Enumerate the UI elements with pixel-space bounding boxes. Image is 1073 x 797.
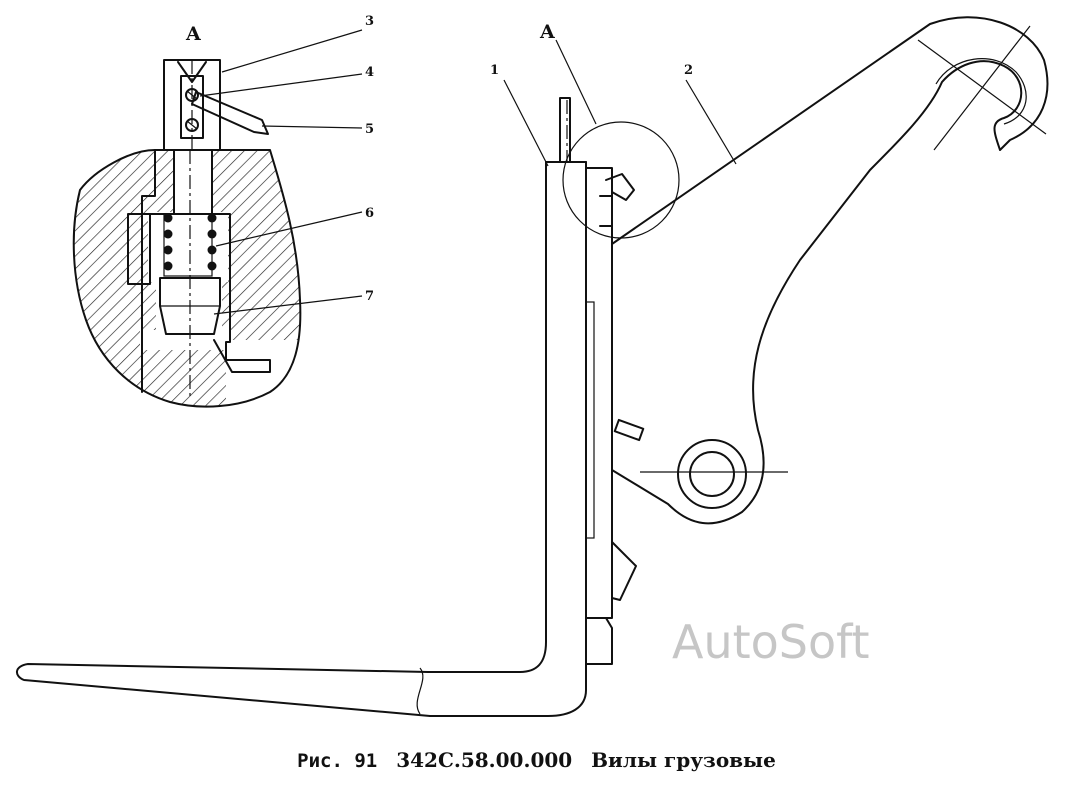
detail-view-title: A [185, 23, 201, 45]
fork-tine [16, 663, 431, 717]
lower-bracket [611, 541, 637, 601]
lower-hook [585, 617, 613, 665]
callout-6: 6 [365, 206, 374, 221]
leader-2 [685, 79, 737, 165]
carriage-plate [585, 167, 613, 619]
callout-7: 7 [365, 289, 374, 304]
hook-inner [935, 58, 1027, 125]
pivot-boss [677, 439, 747, 509]
figure-title: Вилы грузовые [591, 748, 776, 772]
leader-1 [503, 79, 549, 167]
locking-pin [559, 97, 571, 163]
bore [173, 149, 213, 215]
callout-2: 2 [684, 63, 693, 78]
fork-shank-back [429, 161, 587, 717]
inner-wall-left [141, 149, 156, 393]
hook-axis-a [917, 39, 1047, 135]
tine-break-line [416, 667, 424, 715]
screw-lower [185, 118, 199, 132]
plate-slot [585, 301, 595, 539]
figure-caption: Рис. 91 342С.58.00.000 Вилы грузовые [0, 748, 1073, 772]
pin-stem [180, 75, 204, 139]
latch-body [599, 195, 613, 227]
view-a-marker: A [539, 21, 555, 43]
section-outline [72, 149, 302, 408]
bore-lower [149, 213, 271, 373]
detail-leaders [199, 29, 363, 315]
hook-axis-b [933, 25, 1031, 151]
fork-shank-front [427, 161, 547, 673]
handle [191, 91, 269, 135]
figure-label: Рис. 91 [297, 750, 378, 772]
spring [163, 213, 217, 277]
recess-left [127, 213, 151, 285]
callout-4: 4 [365, 65, 374, 80]
part-code: 342С.58.00.000 [396, 748, 573, 772]
pivot-hole [689, 451, 735, 497]
callout-3: 3 [365, 14, 374, 29]
view-a-circle [562, 121, 680, 239]
detail-view-a: A [72, 14, 374, 408]
callout-5: 5 [365, 122, 374, 137]
stop-block [613, 418, 645, 442]
pin-top-chamfer [177, 61, 207, 83]
leader-a [555, 39, 597, 125]
lifting-arm [611, 16, 1049, 525]
latch-handle [605, 173, 635, 201]
callout-1: 1 [490, 63, 499, 78]
watermark: AutoSoft [672, 615, 870, 669]
fork-main-view: 1 2 A [16, 16, 1049, 717]
